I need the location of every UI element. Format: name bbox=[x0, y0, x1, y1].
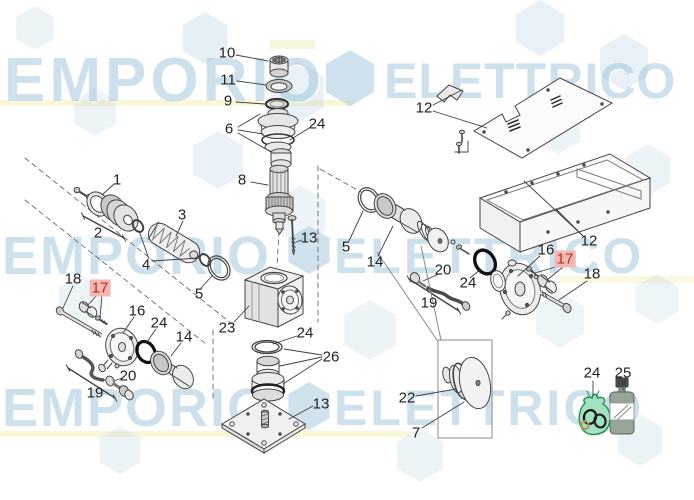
part-label-18[interactable]: 18 bbox=[64, 270, 82, 288]
part-label-14[interactable]: 14 bbox=[366, 253, 384, 271]
part-label-5[interactable]: 5 bbox=[194, 285, 204, 303]
hexagon-logo-icon bbox=[535, 292, 585, 348]
part-8-drive-shaft bbox=[265, 164, 294, 235]
part-23-pump-block bbox=[243, 266, 305, 328]
construction-lines bbox=[24, 157, 362, 401]
watermark-stripe bbox=[0, 431, 410, 437]
part-6-piston-stack bbox=[257, 108, 299, 169]
part-16-head-left bbox=[98, 327, 139, 373]
part-9-seal bbox=[264, 97, 290, 111]
part-16-head-right bbox=[490, 259, 541, 320]
part-label-23[interactable]: 23 bbox=[218, 319, 236, 337]
part-26-piston-cup bbox=[250, 355, 286, 402]
part-22-ring bbox=[415, 388, 465, 429]
part-19-hose-right bbox=[406, 275, 471, 315]
part-19-hose-left bbox=[65, 349, 134, 402]
part-label-13[interactable]: 13 bbox=[312, 395, 330, 413]
part-24-seal-kit-bag bbox=[578, 390, 611, 436]
part-label-4[interactable]: 4 bbox=[141, 256, 151, 274]
watermark-stripe bbox=[270, 40, 315, 49]
watermark-stripe bbox=[560, 276, 694, 283]
part-11-seal-ring bbox=[265, 79, 293, 93]
part-label-20[interactable]: 20 bbox=[434, 261, 452, 279]
part-12-screws bbox=[454, 129, 469, 154]
part-17-plug-right bbox=[526, 266, 557, 294]
part-7-piston bbox=[417, 220, 449, 253]
part-13-base-plate bbox=[221, 398, 306, 454]
part-12-cover-lid bbox=[473, 77, 614, 159]
part-24-oring-right bbox=[450, 239, 498, 276]
part-label-24[interactable]: 24 bbox=[459, 274, 477, 292]
part-label-12[interactable]: 12 bbox=[415, 99, 433, 117]
part-3-plunger-spring bbox=[147, 221, 201, 264]
part-label-8[interactable]: 8 bbox=[237, 171, 247, 189]
part-10-needle-bearing bbox=[269, 55, 289, 78]
part-label-22[interactable]: 22 bbox=[398, 389, 416, 407]
part-14-cylinder-right bbox=[373, 193, 423, 234]
watermark-word: EMPORIO bbox=[2, 226, 272, 286]
part-label-14[interactable]: 14 bbox=[175, 328, 193, 346]
part-24-oring-center bbox=[251, 339, 283, 355]
part-label-13[interactable]: 13 bbox=[300, 229, 318, 247]
part-12-clip bbox=[436, 84, 464, 103]
part-label-9[interactable]: 9 bbox=[223, 92, 233, 110]
part-label-24[interactable]: 24 bbox=[150, 314, 168, 332]
detail-frame bbox=[376, 245, 493, 439]
part-label-24[interactable]: 24 bbox=[583, 364, 601, 382]
part-label-7[interactable]: 7 bbox=[411, 424, 421, 442]
part-label-24[interactable]: 24 bbox=[308, 115, 326, 133]
hexagon-logo-icon bbox=[193, 131, 243, 189]
part-label-6[interactable]: 6 bbox=[224, 120, 234, 138]
part-label-18[interactable]: 18 bbox=[583, 265, 601, 283]
watermark-stripe bbox=[0, 100, 355, 106]
part-label-16[interactable]: 16 bbox=[537, 241, 555, 259]
hexagon-logo-icon bbox=[635, 274, 679, 324]
hexagon-logo-icon bbox=[182, 12, 228, 64]
part-17-plug-left bbox=[78, 301, 108, 325]
part-14-cylinder-left bbox=[150, 350, 194, 390]
part-label-2[interactable]: 2 bbox=[93, 224, 103, 242]
part-label-25[interactable]: 25 bbox=[614, 364, 632, 382]
part-5-oring-left bbox=[207, 255, 231, 281]
part-7-detail-disc bbox=[442, 356, 492, 410]
part-label-5[interactable]: 5 bbox=[341, 238, 351, 256]
part-label-26[interactable]: 26 bbox=[322, 348, 340, 366]
part-label-17[interactable]: 17 bbox=[89, 279, 111, 297]
part-label-3[interactable]: 3 bbox=[177, 206, 187, 224]
part-13-screw bbox=[287, 215, 297, 256]
part-label-10[interactable]: 10 bbox=[218, 44, 236, 62]
part-18-bolt-right bbox=[539, 290, 572, 314]
part-label-17[interactable]: 17 bbox=[554, 250, 576, 268]
leader-lines bbox=[62, 54, 624, 420]
part-4-orings bbox=[131, 219, 212, 267]
part-label-19[interactable]: 19 bbox=[420, 294, 438, 312]
part-label-1[interactable]: 1 bbox=[112, 171, 122, 189]
part-label-19[interactable]: 19 bbox=[86, 384, 104, 402]
part-label-20[interactable]: 20 bbox=[119, 367, 137, 385]
part-label-11[interactable]: 11 bbox=[220, 71, 236, 89]
part-label-12[interactable]: 12 bbox=[580, 232, 598, 250]
part-25-oil-bottle bbox=[609, 377, 635, 435]
part-label-24[interactable]: 24 bbox=[296, 324, 314, 342]
part-label-16[interactable]: 16 bbox=[128, 302, 146, 320]
part-12-cover-box bbox=[478, 153, 652, 253]
part-18-bolt-left bbox=[55, 306, 103, 338]
